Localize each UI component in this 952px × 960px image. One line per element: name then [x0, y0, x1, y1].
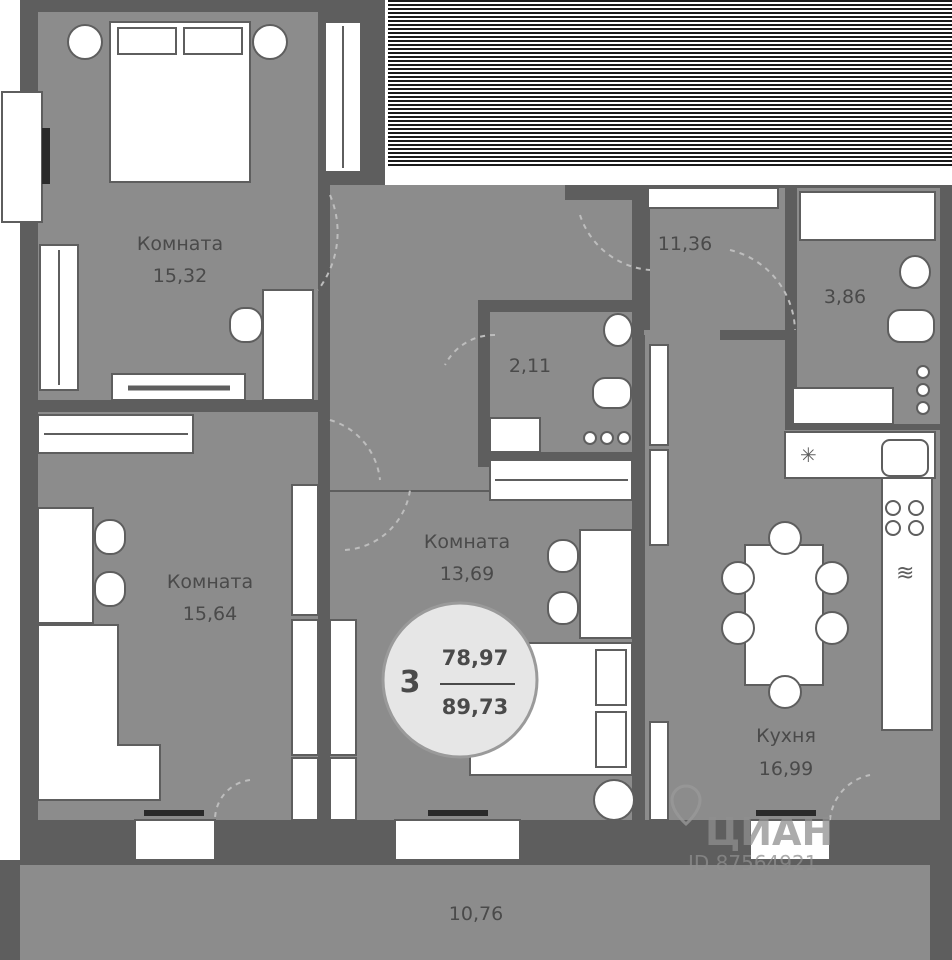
fridge-icon: ✳: [800, 443, 817, 467]
door-swings: [213, 194, 871, 821]
kitchen-name: Кухня: [756, 725, 816, 747]
room-middle-area: 13,69: [440, 563, 494, 585]
desk-middle: [579, 529, 633, 639]
wardrobe-rails: [44, 26, 628, 481]
living-area: 78,97: [442, 646, 508, 670]
watermark-brand: ЦИАН: [705, 810, 833, 854]
balcony-area: 10,76: [449, 903, 503, 925]
dining-table: [744, 544, 824, 686]
area-badge: 3 78,97 89,73: [381, 601, 539, 759]
wc-small-area: 2,11: [509, 355, 551, 377]
window-left: [1, 91, 43, 223]
desk-left: [37, 507, 94, 624]
room-left-area: 15,64: [183, 603, 237, 625]
total-area: 89,73: [442, 695, 508, 719]
sofa-corner: [37, 624, 161, 801]
loggia-hatched: [388, 0, 952, 168]
desk-top: [262, 289, 314, 401]
kitchen-area: 16,99: [759, 758, 813, 780]
bathtub: [799, 191, 936, 241]
balcony-floor: [20, 865, 930, 960]
radiators: [42, 128, 816, 816]
window-bottom-2: [394, 819, 521, 861]
bath-large-area: 3,86: [824, 286, 866, 308]
windows: [1, 91, 831, 861]
room-labels: Комната 15,32 11,36 3,86 2,11 Комната 13…: [137, 233, 866, 925]
kitchen-counter-side: [881, 477, 933, 731]
rooms-count: 3: [400, 665, 421, 700]
bedroom-top-name: Комната: [137, 233, 223, 255]
window-bottom-1: [134, 819, 216, 861]
interior-walls: [38, 185, 797, 820]
heat-icon: ≋: [896, 561, 914, 586]
room-left-name: Комната: [167, 571, 253, 593]
watermark-id: ID 87564921: [688, 851, 817, 875]
window-bottom-3: [749, 819, 831, 861]
watermark: ЦИАН ID 87564921: [670, 784, 833, 875]
hall-area: 11,36: [658, 233, 712, 255]
location-pin-icon: [670, 784, 702, 826]
bedroom-top-area: 15,32: [153, 265, 207, 287]
room-middle-name: Комната: [424, 531, 510, 553]
